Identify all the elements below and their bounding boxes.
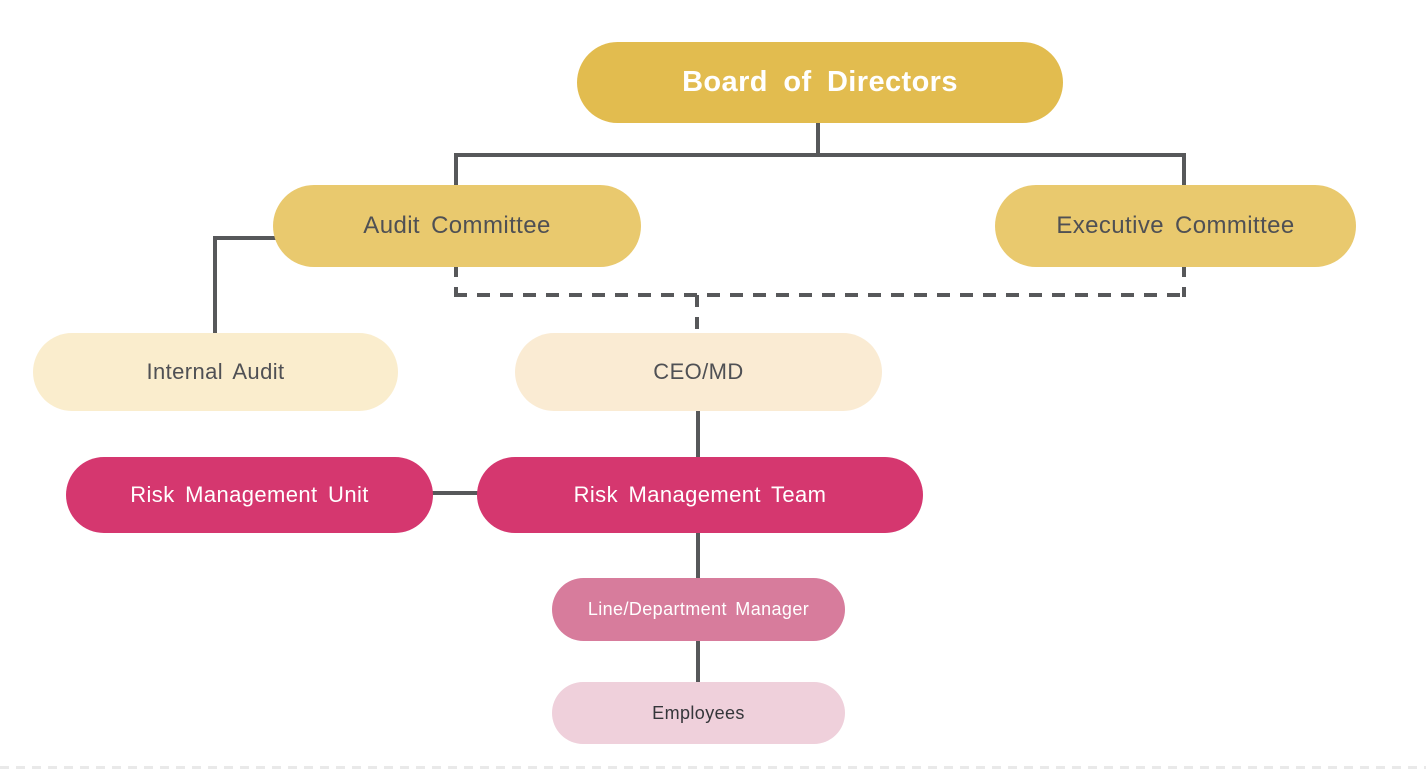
connector-manager-to-employees (696, 639, 700, 684)
connector-ceo-to-risk-team (696, 409, 700, 459)
node-label: Line/Department Manager (587, 599, 810, 619)
node-board-of-directors: Board of Directors (577, 42, 1063, 123)
node-label: Executive Committee (1056, 212, 1295, 239)
node-ceo-md: CEO/MD (515, 333, 882, 411)
connector-committees-branch (454, 153, 1186, 157)
connector-dashed-executive-committee (1182, 265, 1186, 297)
connector-executive-committee-drop (1182, 153, 1186, 187)
node-label: Internal Audit (146, 359, 285, 384)
node-label: Risk Management Unit (130, 482, 369, 507)
node-label: CEO/MD (653, 359, 744, 384)
node-label: Risk Management Team (573, 482, 827, 507)
node-executive-committee: Executive Committee (995, 185, 1356, 267)
node-employees: Employees (552, 682, 845, 744)
node-label: Audit Committee (363, 212, 551, 239)
page-bottom-dotted-edge (0, 766, 1426, 769)
connector-board-stem (816, 121, 820, 157)
connector-dashed-horizontal (454, 293, 1186, 297)
connector-internal-audit-vertical (213, 236, 217, 335)
connector-audit-committee-drop (454, 153, 458, 187)
node-label: Employees (652, 702, 745, 723)
node-line-department-manager: Line/Department Manager (552, 578, 845, 641)
connector-dashed-to-ceo (695, 295, 699, 335)
connector-internal-audit-horizontal (213, 236, 277, 240)
node-audit-committee: Audit Committee (273, 185, 641, 267)
connector-dashed-audit-committee (454, 265, 458, 297)
connector-risk-unit-to-risk-team (431, 491, 479, 495)
node-risk-management-unit: Risk Management Unit (66, 457, 433, 533)
node-label: Board of Directors (682, 66, 958, 98)
connector-risk-team-to-manager (696, 531, 700, 580)
node-risk-management-team: Risk Management Team (477, 457, 923, 533)
node-internal-audit: Internal Audit (33, 333, 398, 411)
